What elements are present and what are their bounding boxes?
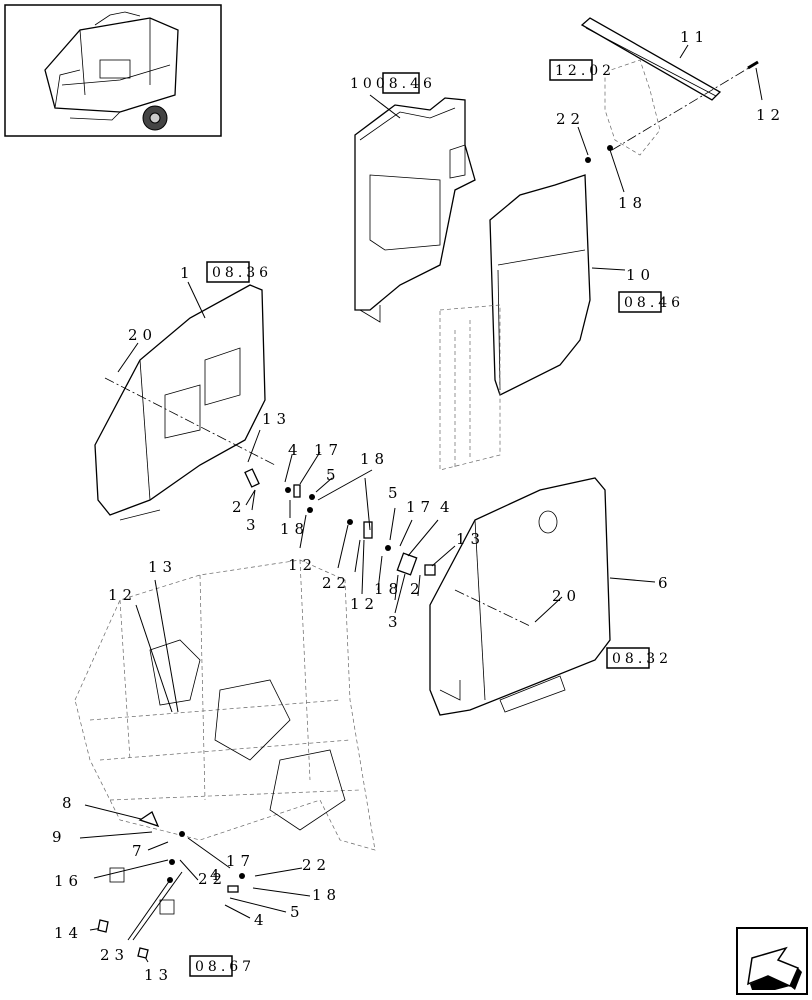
- callout-2: 2: [232, 498, 247, 516]
- callout-13: 13: [456, 530, 485, 548]
- callout-18: 18: [360, 450, 389, 468]
- svg-text:12.02: 12.02: [555, 63, 615, 79]
- base-fasteners: [97, 811, 245, 959]
- side-frame-panel: [354, 97, 476, 323]
- callout-16: 16: [54, 872, 83, 890]
- left-panel-part-1: [94, 284, 266, 521]
- ref-box-08-67: 08.67: [189, 955, 255, 977]
- callout-12: 12: [756, 106, 785, 124]
- hinge-hardware-right: [347, 519, 436, 576]
- callout-5: 5: [326, 466, 341, 484]
- svg-text:08.36: 08.36: [212, 265, 272, 281]
- callout-17: 17: [226, 852, 255, 870]
- callout-5: 5: [290, 903, 305, 921]
- callout-18: 18: [618, 194, 647, 212]
- right-lower-panel-part-6: [429, 477, 611, 716]
- callout-20: 20: [128, 326, 157, 344]
- callout-13: 13: [144, 966, 173, 984]
- callout-17: 17: [314, 441, 343, 459]
- callout-8: 8: [62, 794, 77, 812]
- callout-3: 3: [246, 516, 261, 534]
- baler-thumbnail-icon: [4, 4, 222, 137]
- ref-box-12-02: 12.02: [549, 59, 615, 81]
- base-frame: [74, 559, 376, 851]
- svg-text:08.67: 08.67: [195, 959, 255, 975]
- ref-box-08-46: 08.46: [618, 291, 684, 313]
- callout-12: 12: [108, 586, 137, 604]
- callout-12: 12: [350, 595, 379, 613]
- rail-bar-part-11: [580, 17, 722, 156]
- callout-9: 9: [52, 828, 67, 846]
- callout-4: 4: [210, 866, 225, 884]
- next-page-arrow-icon[interactable]: [736, 927, 808, 995]
- ref-box-1008-46: 1008.46: [350, 72, 436, 94]
- right-upper-panel-part-10: [439, 174, 591, 471]
- callout-4: 4: [288, 441, 303, 459]
- callout-22: 22: [556, 110, 585, 128]
- callout-4: 4: [254, 911, 269, 929]
- callout-18: 18: [312, 886, 341, 904]
- svg-text:08.32: 08.32: [612, 651, 672, 667]
- callout-6: 6: [658, 574, 673, 592]
- svg-text:1008.46: 1008.46: [350, 76, 436, 92]
- callout-12: 12: [288, 556, 317, 574]
- callout-20: 20: [552, 587, 581, 605]
- hinge-hardware-left: [244, 468, 315, 513]
- callout-22: 22: [322, 574, 351, 592]
- callout-13: 13: [262, 410, 291, 428]
- ref-box-08-36: 08.36: [206, 261, 272, 283]
- callout-1: 1: [180, 264, 195, 282]
- callout-11: 11: [680, 28, 709, 46]
- callout-17: 17: [406, 498, 435, 516]
- callout-13: 13: [148, 558, 177, 576]
- callout-18: 18: [280, 520, 309, 538]
- svg-text:08.46: 08.46: [624, 295, 684, 311]
- bolt-12-top: [747, 60, 759, 70]
- callout-22: 22: [302, 856, 331, 874]
- callout-7: 7: [132, 842, 147, 860]
- callout-23: 23: [100, 946, 129, 964]
- callout-2: 2: [410, 580, 425, 598]
- callout-4: 4: [440, 498, 455, 516]
- callout-18: 18: [374, 580, 403, 598]
- callout-22: 22: [198, 870, 227, 888]
- callout-14: 14: [54, 924, 83, 942]
- callout-3: 3: [388, 613, 403, 631]
- callout-10: 10: [626, 266, 655, 284]
- ref-box-08-32: 08.32: [606, 647, 672, 669]
- callout-5: 5: [388, 484, 403, 502]
